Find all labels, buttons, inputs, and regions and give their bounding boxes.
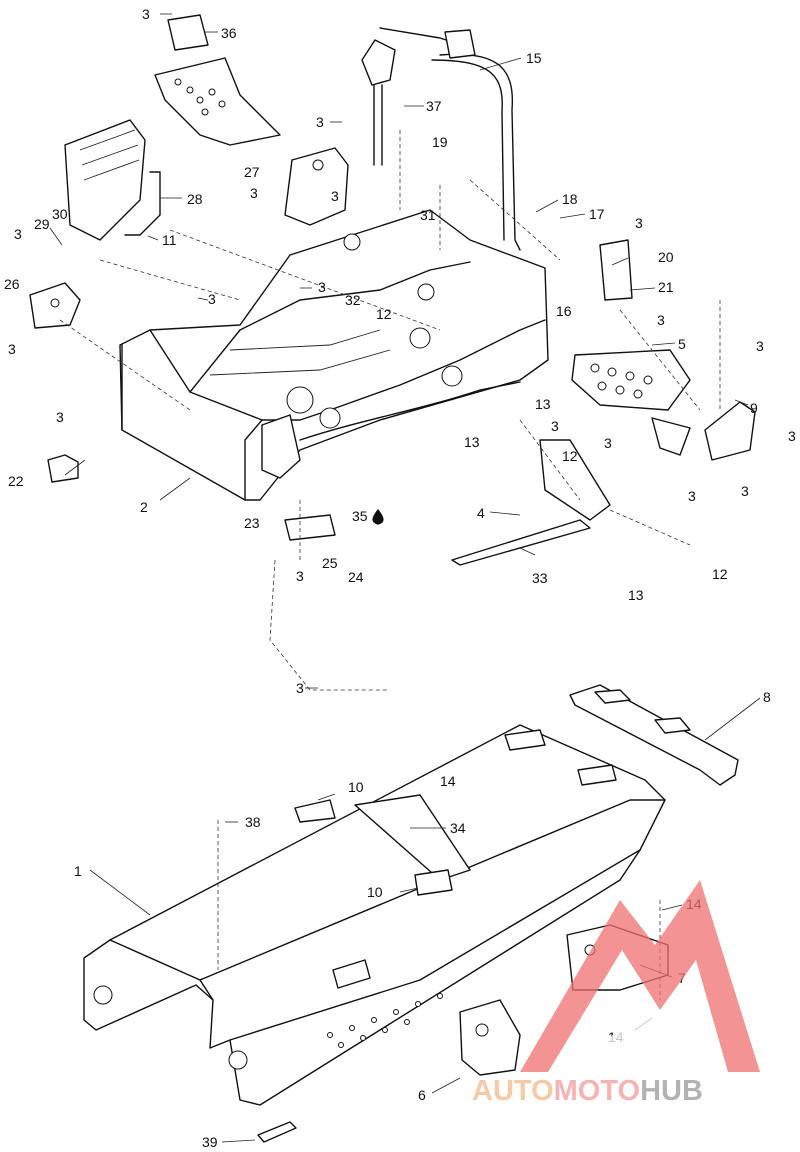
pin-part-39 — [257, 1121, 297, 1143]
callout-label: 4 — [477, 505, 485, 521]
callout-label: 26 — [4, 276, 20, 292]
callout-label: 13 — [535, 396, 551, 412]
callout-label: 3 — [14, 226, 22, 242]
bracket-part-27 — [284, 147, 349, 226]
watermark-text-hub: HUB — [640, 1075, 703, 1107]
callout-label: 36 — [221, 25, 237, 41]
callout-label: 2 — [140, 499, 148, 515]
callout-label: 27 — [244, 164, 260, 180]
running-board-part-33 — [451, 439, 611, 566]
callout-label: 3 — [208, 291, 216, 307]
callout-label: 5 — [678, 336, 686, 352]
callout-label: 3 — [250, 185, 258, 201]
callout-label: 11 — [162, 232, 177, 248]
watermark-text-auto: AUTO — [472, 1075, 554, 1107]
callout-label: 3 — [296, 568, 304, 584]
callout-label: 12 — [376, 306, 392, 322]
callout-label: 12 — [712, 566, 728, 582]
callout-label: 3 — [741, 483, 749, 499]
bracket-part-22 — [47, 454, 79, 483]
callout-label: 28 — [187, 191, 203, 207]
callout-label: 29 — [34, 216, 50, 232]
callout-label: 12 — [562, 448, 578, 464]
callout-label: 13 — [464, 434, 480, 450]
callout-label: 14 — [440, 773, 456, 789]
callout-label: 10 — [367, 884, 383, 900]
callout-label: 19 — [432, 134, 448, 150]
callout-label: 8 — [763, 689, 771, 705]
callout-label: 3 — [296, 680, 304, 696]
callout-label: 18 — [562, 191, 578, 207]
callout-label: 6 — [418, 1087, 426, 1103]
callout-label: 10 — [348, 779, 364, 795]
callout-label: 24 — [348, 569, 364, 585]
callout-label: 3 — [316, 114, 324, 130]
callout-label: 34 — [450, 820, 466, 836]
bracket-part-23 — [284, 514, 336, 541]
bracket-part-36 — [154, 14, 281, 146]
callout-label: 3 — [56, 409, 64, 425]
callout-label: 38 — [245, 814, 261, 830]
callout-label: 15 — [526, 50, 542, 66]
callout-label: 3 — [318, 279, 326, 295]
callout-label: 3 — [8, 341, 16, 357]
callout-label: 35 — [352, 508, 368, 524]
callout-label: 17 — [589, 206, 605, 222]
callout-label: 25 — [322, 555, 338, 571]
callout-label: 9 — [750, 400, 758, 416]
callout-label: 22 — [8, 473, 24, 489]
bracket-part-6 — [459, 999, 521, 1076]
callout-label: 23 — [244, 515, 260, 531]
callout-label: 32 — [345, 292, 361, 308]
callout-label: 21 — [658, 279, 674, 295]
bracket-part-20 — [599, 239, 633, 301]
callout-label: 30 — [52, 206, 68, 222]
callout-label: 13 — [628, 587, 644, 603]
callout-label: 3 — [635, 215, 643, 231]
drip-part-35 — [372, 509, 384, 525]
svg-text:AUTOMOTOHUB: AUTOMOTOHUB — [472, 1075, 703, 1107]
callout-label: 31 — [420, 207, 436, 223]
callout-label: 3 — [551, 418, 559, 434]
callout-label: 3 — [657, 312, 665, 328]
steering-support-part-15 — [361, 27, 521, 251]
bracket-part-9 — [651, 401, 756, 461]
bumper-part-8 — [569, 684, 739, 786]
callout-label: 3 — [756, 338, 764, 354]
callout-label: 3 — [604, 435, 612, 451]
callout-label: 3 — [142, 6, 150, 22]
callout-label: 16 — [556, 303, 572, 319]
callout-label: 3 — [788, 428, 796, 444]
callout-label: 33 — [532, 570, 548, 586]
callout-label: 39 — [202, 1134, 218, 1150]
callout-label: 3 — [688, 488, 696, 504]
footrest-part-5 — [571, 349, 691, 411]
logo-triangle-icon — [520, 880, 760, 1072]
bracket-part-26 — [29, 282, 81, 329]
bracket-part-34 — [294, 794, 471, 896]
front-frame-part-2 — [119, 209, 549, 501]
watermark-logo: AUTOMOTOHUB — [472, 880, 760, 1107]
callout-label: 37 — [426, 98, 442, 114]
callout-label: 20 — [658, 249, 674, 265]
callout-label: 3 — [331, 188, 339, 204]
callout-label: 1 — [74, 863, 82, 879]
logo-inner-triangle-icon — [590, 990, 690, 1072]
console-part-28 — [64, 119, 161, 241]
watermark-text-moto: MOTO — [554, 1075, 640, 1107]
tunnel-part-1 — [83, 724, 666, 1106]
